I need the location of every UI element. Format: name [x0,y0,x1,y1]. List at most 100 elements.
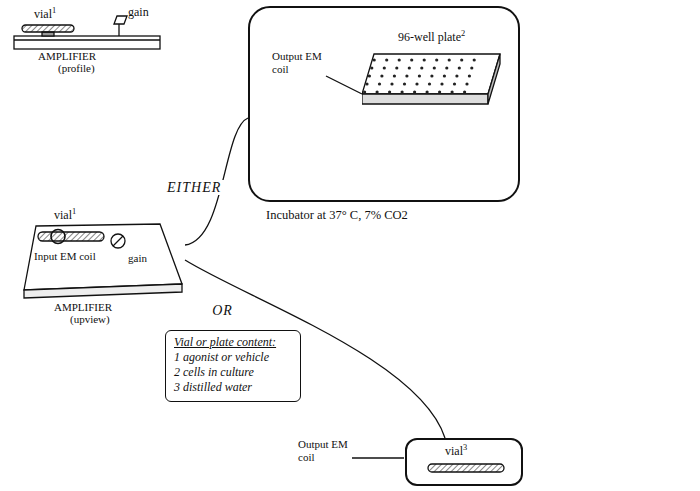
amplifier-upview-group: AMPLIFIER(upview) [20,205,185,330]
well-dot [383,66,386,69]
well-dot [430,74,433,77]
well-dot [470,66,473,69]
legend-box: Vial or plate content:1 agonist or vehic… [165,330,301,402]
well-dot [408,66,411,69]
amplifier-front [24,284,182,298]
amplifier-title: AMPLIFIER [54,301,112,313]
amplifier-title-line: AMPLIFIER [38,50,96,63]
callout-number: 1 [52,6,56,15]
well-dot [443,74,446,77]
well-dot [428,82,431,85]
well-dot [395,66,398,69]
well-dot [363,90,366,93]
callout-number: 3 [463,443,467,452]
amplifier-title: AMPLIFIER [38,50,96,62]
part-name: vial [54,208,72,222]
legend-heading: Vial or plate content: [174,335,292,350]
well-dot [453,82,456,85]
part-name-line: Output EM coil [298,438,350,463]
well-dot [433,66,436,69]
well-dot [401,90,404,93]
callout-number: 1 [72,207,76,216]
well-dot [473,58,476,61]
view-note: (upview) [70,313,110,325]
well-dot [448,58,451,61]
well-dot [460,58,463,61]
incubator-caption: Incubator at 37° C, 7% CO2 [266,208,408,222]
part-name-line: Output EM coil [272,50,324,75]
plate-name-line: 96-well plate2 [398,31,465,45]
well-dot [458,66,461,69]
plate-top [362,54,500,94]
part-name: Output EM coil [272,50,322,75]
view-note-line: (profile) [58,62,95,75]
input-coil [51,230,65,244]
legend-entry: 3 distilled water [174,380,292,395]
well-dot [423,58,426,61]
well-dot [368,74,371,77]
well-dot [405,74,408,77]
well-dot [468,74,471,77]
well-dot [398,58,401,61]
well-plate: 96-well plate2 [362,52,502,110]
gain-knob [111,234,125,248]
part-name-line: Input EM coil [34,250,96,263]
vial-symbol [22,25,74,32]
part-name: gain [128,5,149,19]
well-dot [370,66,373,69]
incubator-caption-line: Incubator at 37° C, 7% CO2 [266,208,408,222]
slab-edge [14,39,160,40]
callout-number: 2 [461,29,465,38]
well-dot [390,82,393,85]
well-dot [451,90,454,93]
well-dot [378,82,381,85]
view-note-line: (upview) [70,313,110,326]
coil-wire [352,457,404,458]
amplifier-title-line: AMPLIFIER [54,301,112,314]
knob-pointer [113,236,123,246]
well-dot [365,82,368,85]
plate-outline [362,52,502,110]
well-dot [420,66,423,69]
vial-name-line: vial3 [445,445,467,459]
vial-symbol [428,464,504,472]
legend-entry: 2 cells in culture [174,365,292,380]
well-dot [426,90,429,93]
well-dot [385,58,388,61]
well-dot [445,66,448,69]
well-dot [418,74,421,77]
part-name: gain [128,252,147,264]
well-dot [438,90,441,93]
knob-stem [118,24,119,36]
part-name: Output EM coil [298,438,348,463]
gain-knob [114,16,127,24]
vial-name: vial [445,444,463,458]
well-dot [440,82,443,85]
well-dot [415,82,418,85]
well-dot [373,58,376,61]
well-dot [403,82,406,85]
part-name-line: gain [128,252,147,265]
connector-label: EITHER [164,180,224,195]
well-dot [455,74,458,77]
plate-side [488,54,500,104]
amplifier-slab [14,36,160,49]
incubator-box: Incubator at 37° C, 7% CO296-well plate2 [248,6,520,202]
part-name-line: vial1 [34,8,56,22]
coil-wire [326,76,362,94]
well-dot [388,90,391,93]
well-dot [463,90,466,93]
well-dot [380,74,383,77]
amplifier-upview [24,224,182,298]
part-name-line: vial1 [54,209,76,223]
view-note: (profile) [58,62,95,74]
connector-label: OR [209,303,236,318]
vial-symbol [38,232,104,241]
well-dot [410,58,413,61]
well-dot [413,90,416,93]
legend-entry: 1 agonist or vehicle [174,350,292,365]
well-dot [393,74,396,77]
part-name-line: gain [128,6,149,20]
